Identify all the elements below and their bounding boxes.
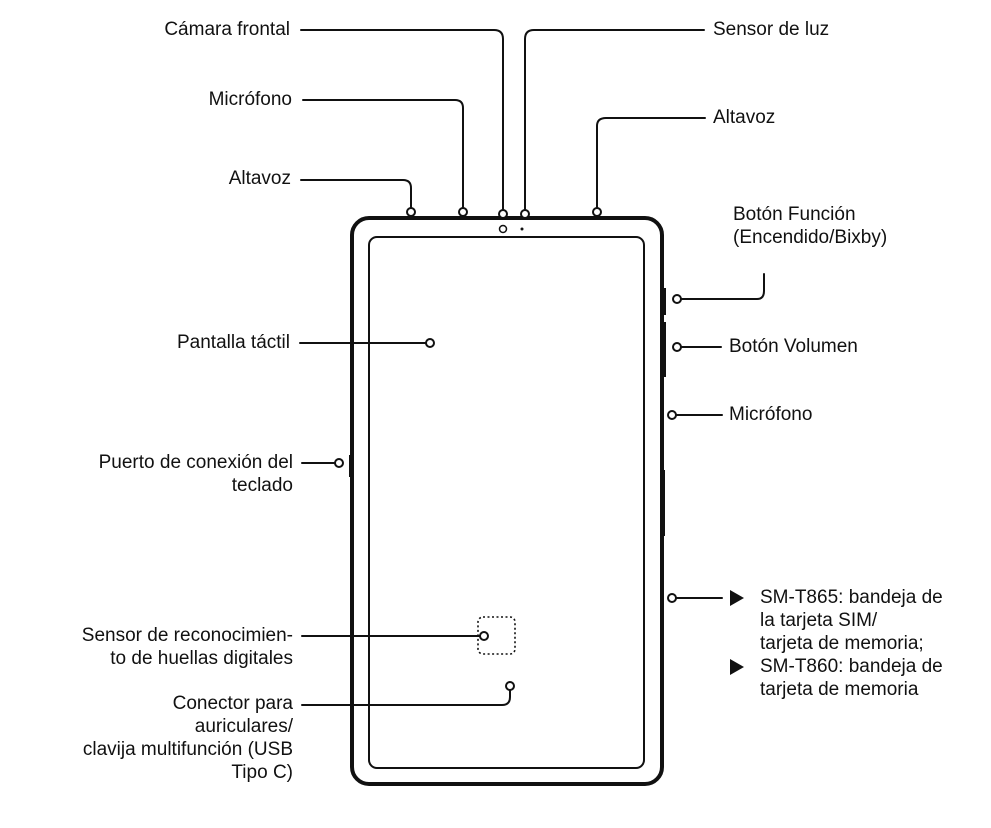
- label-connector-line4: Tipo C): [231, 762, 293, 783]
- dot-fingerprint: [479, 631, 489, 641]
- dot-speaker-left: [406, 207, 416, 217]
- label-function-button: Botón Función (Encendido/Bixby): [733, 203, 887, 249]
- label-fingerprint-line1: Sensor de reconocimien-: [81, 625, 293, 646]
- label-speaker-left: Altavoz: [228, 168, 291, 189]
- light-sensor-icon: [520, 227, 524, 231]
- leader-light-sensor: [524, 29, 705, 213]
- leader-speaker-left: [300, 179, 412, 211]
- label-connector-line2: auriculares/: [194, 716, 293, 737]
- label-keyboard-port-line1: Puerto de conexión del: [98, 452, 293, 473]
- dot-touchscreen: [425, 338, 435, 348]
- label-front-camera: Cámara frontal: [164, 19, 290, 40]
- label-microphone-top: Micrófono: [208, 89, 292, 110]
- label-tray-t865-line2: la tarjeta SIM/: [760, 610, 878, 631]
- dot-front-camera: [498, 209, 508, 219]
- label-connector-line1: Conector para: [172, 693, 293, 714]
- leader-connector: [301, 687, 511, 706]
- dot-connector: [505, 681, 515, 691]
- dot-microphone-side: [667, 410, 677, 420]
- bullet-triangle-icon: [730, 590, 744, 606]
- label-keyboard-port: Puerto de conexión del teclado: [10, 451, 293, 497]
- card-tray-icon: [661, 470, 665, 536]
- leader-front-camera: [300, 29, 504, 213]
- leader-microphone-top: [302, 99, 464, 211]
- keyboard-port-icon: [349, 455, 352, 477]
- label-tray-t860-line1: SM-T860: bandeja de: [760, 656, 943, 677]
- label-speaker-right: Altavoz: [713, 107, 776, 128]
- leader-function-button: [676, 273, 765, 300]
- label-light-sensor: Sensor de luz: [713, 19, 830, 40]
- label-keyboard-port-line2: teclado: [231, 475, 293, 496]
- function-button-icon: [661, 288, 666, 315]
- label-card-tray: SM-T865: bandeja de la tarjeta SIM/ tarj…: [730, 586, 943, 701]
- label-tray-t860-line2: tarjeta de memoria: [760, 679, 919, 700]
- label-connector: Conector para auriculares/ clavija multi…: [5, 692, 293, 784]
- dot-light-sensor: [520, 209, 530, 219]
- label-fingerprint-line2: to de huellas digitales: [110, 648, 293, 669]
- label-function-button-line2: (Encendido/Bixby): [733, 227, 888, 248]
- dot-keyboard-port: [334, 458, 344, 468]
- dot-microphone-top: [458, 207, 468, 217]
- label-fingerprint: Sensor de reconocimien- to de huellas di…: [5, 624, 293, 670]
- tray-item-t860: SM-T860: bandeja de tarjeta de memoria: [730, 655, 943, 701]
- bullet-triangle-icon: [730, 659, 744, 675]
- tray-item-t865: SM-T865: bandeja de la tarjeta SIM/ tarj…: [730, 586, 943, 655]
- label-microphone-side: Micrófono: [729, 404, 813, 425]
- label-connector-line3: clavija multifunción (USB: [82, 739, 293, 760]
- leader-speaker-right: [596, 117, 706, 211]
- dot-volume-button: [672, 342, 682, 352]
- tablet-outer-frame: [350, 216, 664, 786]
- dot-function-button: [672, 294, 682, 304]
- dot-speaker-right: [592, 207, 602, 217]
- label-volume-button: Botón Volumen: [729, 336, 858, 357]
- dot-card-tray: [667, 593, 677, 603]
- label-function-button-line1: Botón Función: [733, 204, 856, 225]
- front-camera-icon: [498, 224, 508, 234]
- volume-button-icon: [661, 322, 666, 377]
- screen-area: [368, 236, 645, 769]
- label-touchscreen: Pantalla táctil: [176, 332, 290, 353]
- label-tray-t865-line1: SM-T865: bandeja de: [760, 587, 943, 608]
- label-tray-t865-line3: tarjeta de memoria;: [760, 633, 924, 654]
